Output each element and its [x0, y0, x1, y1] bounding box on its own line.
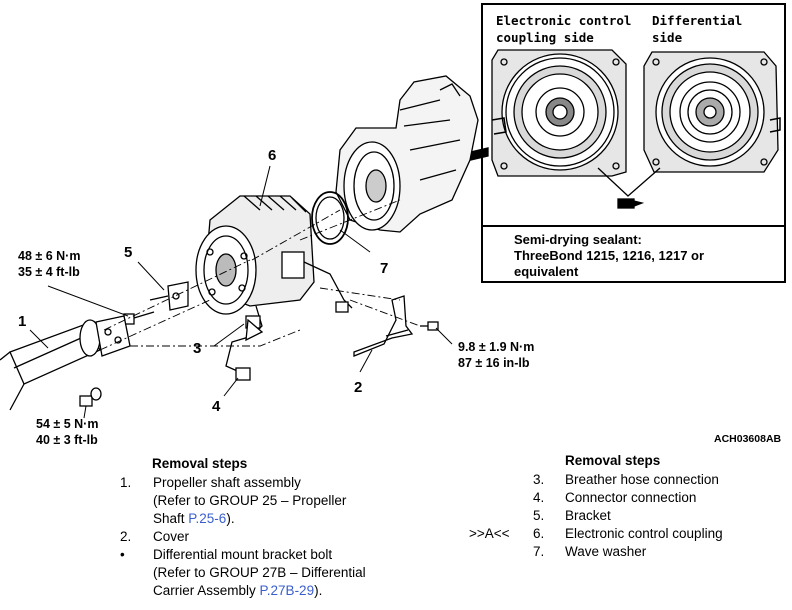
differential-side-face	[643, 51, 781, 173]
breather-hose	[225, 305, 264, 375]
inset-label-differential-side: Differential side	[652, 13, 743, 45]
step-number: 7.	[533, 544, 545, 559]
link-p25-6[interactable]: P.25-6	[188, 511, 227, 526]
step-bullet: •	[120, 547, 125, 562]
right-step-7: 7.Wave washer	[533, 544, 647, 559]
callout-7: 7	[380, 260, 389, 277]
right-step-6: 6.Electronic control coupling	[533, 526, 723, 541]
torque-cover-bolt: 9.8 ± 1.9 N·m 87 ± 16 in-lb	[458, 340, 535, 370]
step-number: 3.	[533, 472, 545, 487]
left-list-heading: Removal steps	[152, 456, 248, 471]
figure-id: ACH03608AB	[714, 433, 782, 445]
cover-bracket	[353, 295, 414, 357]
left-step-1: 1.Propeller shaft assembly	[120, 475, 301, 490]
right-step-3: 3.Breather hose connection	[533, 472, 719, 487]
callout-3: 3	[193, 340, 202, 357]
left-step-bullet-line3: Carrier Assembly P.27B-29).	[153, 583, 323, 598]
flange-nut	[79, 387, 102, 407]
right-step-4: 4.Connector connection	[533, 490, 697, 505]
left-step-bullet: •Differential mount bracket bolt	[120, 547, 333, 562]
sealant-tube-icon	[617, 198, 645, 209]
link-p27b-29[interactable]: P.27B-29	[259, 583, 315, 598]
connector	[235, 367, 251, 381]
torque-propeller-bolt: 48 ± 6 N·m 35 ± 4 ft-lb	[18, 249, 81, 279]
left-step-1-line3: Shaft P.25-6).	[153, 511, 235, 526]
marker-a: >>A<<	[469, 526, 510, 541]
differential-housing	[335, 75, 479, 233]
callout-2: 2	[354, 379, 363, 396]
propeller-shaft-assembly	[0, 315, 131, 411]
step-number: 2.	[120, 529, 132, 544]
bracket	[149, 281, 189, 311]
callout-6: 6	[268, 147, 277, 164]
step-number: 5.	[533, 508, 545, 523]
sealant-box	[481, 225, 786, 283]
cover-bolt	[420, 321, 439, 331]
step-number: 4.	[533, 490, 545, 505]
callout-4: 4	[212, 398, 221, 415]
left-step-1-line2: (Refer to GROUP 25 – Propeller	[153, 493, 347, 508]
left-step-bullet-line2: (Refer to GROUP 27B – Differential	[153, 565, 366, 580]
electronic-control-coupling	[195, 195, 353, 315]
torque-flange-nut: 54 ± 5 N·m 40 ± 3 ft-lb	[36, 417, 99, 447]
right-step-5: 5.Bracket	[533, 508, 611, 523]
sealant-spec: Semi-drying sealant: ThreeBond 1215, 121…	[514, 232, 705, 279]
sealant-pointer-lines	[597, 167, 661, 197]
step-number: 6.	[533, 526, 545, 541]
left-step-2: 2.Cover	[120, 529, 190, 544]
right-list-heading: Removal steps	[565, 453, 661, 468]
inset-label-coupling-side: Electronic control coupling side	[496, 13, 632, 45]
callout-5: 5	[124, 244, 133, 261]
callout-1: 1	[18, 313, 27, 330]
exploded-view-diagram	[0, 3, 786, 419]
coupling-side-face	[491, 49, 627, 177]
step-number: 1.	[120, 475, 132, 490]
wave-washer	[311, 191, 349, 245]
